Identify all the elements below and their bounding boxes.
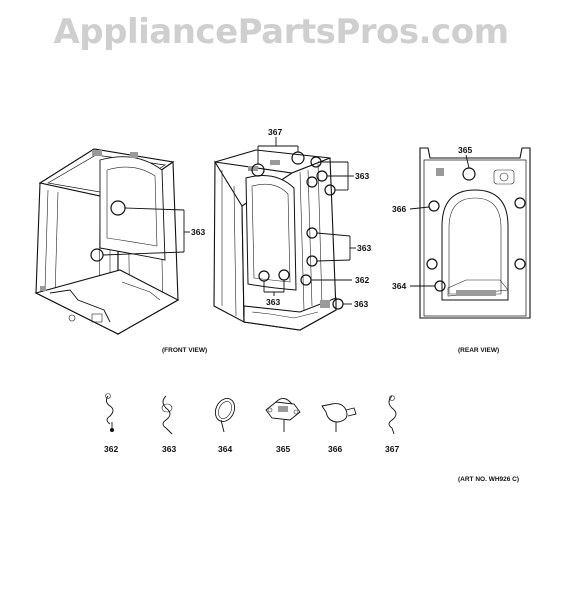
part-number-362: 362	[104, 444, 118, 454]
side-view-cabinet	[213, 137, 356, 331]
callout-362-side: 362	[355, 275, 369, 285]
watermark: AppliancePartsPros.com	[53, 12, 509, 52]
loop-clamp-icon	[214, 398, 236, 433]
callout-365-rear: 365	[458, 145, 472, 155]
part-number-367: 367	[385, 444, 399, 454]
callout-363-side-right: 363	[357, 243, 371, 253]
front-view-cabinet	[34, 148, 190, 335]
part-number-364: 364	[218, 444, 232, 454]
callout-364-rear: 364	[392, 281, 406, 291]
callout-363-side-bottom: 363	[266, 297, 280, 307]
part-number-363: 363	[162, 444, 176, 454]
rear-view-caption: (REAR VIEW)	[458, 347, 499, 354]
wire-holder-icon	[388, 395, 397, 435]
bracket-clamp-icon	[265, 398, 301, 432]
callout-363-front: 363	[191, 227, 205, 237]
callout-363-side-upper: 363	[355, 171, 369, 181]
callout-366-rear: 366	[392, 204, 406, 214]
part-number-366: 366	[328, 444, 342, 454]
callout-363-side-lower: 363	[354, 299, 368, 309]
art-number: (ART NO. WH926 C)	[458, 476, 519, 483]
front-view-caption: (FRONT VIEW)	[162, 347, 207, 354]
part-number-365: 365	[276, 444, 290, 454]
wire-clamp-icon	[161, 395, 173, 435]
rear-view-cabinet	[409, 147, 531, 319]
hose-clamp-icon	[105, 393, 114, 432]
callout-367-side: 367	[268, 127, 282, 137]
cable-clamp-icon	[321, 403, 357, 432]
